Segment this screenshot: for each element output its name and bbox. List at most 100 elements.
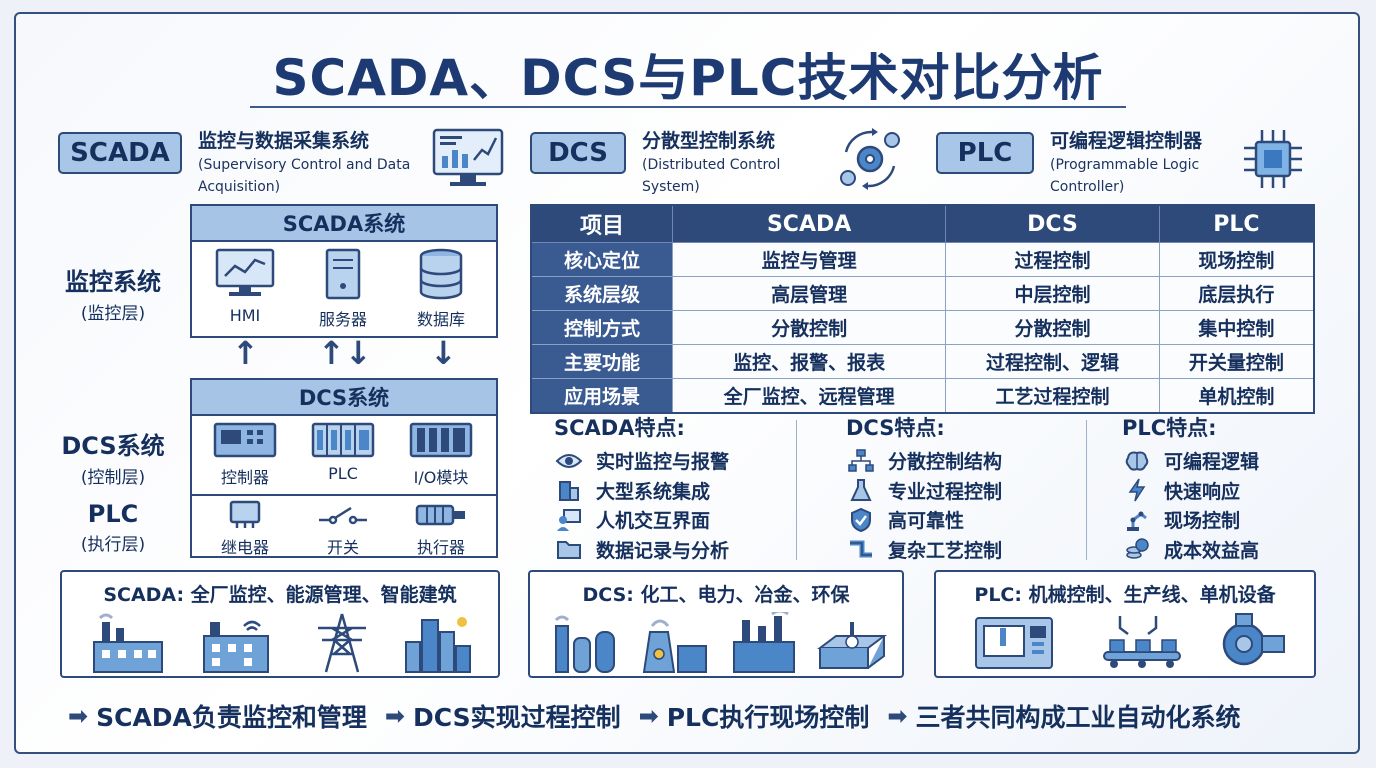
row-header: 主要功能 xyxy=(530,344,673,379)
layer-label-execute: PLC (执行层) xyxy=(38,500,188,555)
arrow-updown-icon: ↑↓ xyxy=(318,334,372,372)
summary-item: ➡SCADA负责监控和管理 xyxy=(68,698,367,734)
hmi-device: HMI xyxy=(200,248,290,325)
gears-cycle-icon xyxy=(840,128,900,190)
controller-icon xyxy=(213,422,277,458)
table-header: SCADA xyxy=(671,204,947,243)
layer-sub: (控制层) xyxy=(80,468,146,488)
table-header: 项目 xyxy=(530,204,673,243)
dcs-desc: 分散型控制系统 (Distributed Control System) xyxy=(642,126,780,197)
device-label: 数据库 xyxy=(416,310,465,329)
feature-divider xyxy=(1086,420,1087,560)
feature-item: 分散控制结构 xyxy=(846,446,1002,476)
controller-device: 控制器 xyxy=(200,422,290,488)
device-label: 继电器 xyxy=(220,538,269,557)
scada-system-box: SCADA系统 HMI 服务器 数据库 xyxy=(190,204,498,338)
chip-icon xyxy=(1244,130,1302,188)
plc-en-line2: Controller) xyxy=(1050,179,1125,195)
table-cell: 全厂监控、远程管理 xyxy=(671,378,947,414)
table-row: 应用场景 全厂监控、远程管理 工艺过程控制 单机控制 xyxy=(530,378,1315,414)
title-underline xyxy=(250,106,1126,108)
table-header: DCS xyxy=(945,204,1160,243)
plc-desc: 可编程逻辑控制器 (Programmable Logic Controller) xyxy=(1050,126,1202,197)
summary-text: 三者共同构成工业自动化系统 xyxy=(915,703,1241,732)
device-label: 控制器 xyxy=(220,468,269,487)
dcs-en-line2: System) xyxy=(642,179,700,195)
cnc-machine-icon xyxy=(975,617,1053,669)
table-cell: 分散控制 xyxy=(945,310,1160,345)
table-cell: 过程控制 xyxy=(945,242,1160,277)
io-module-device: I/O模块 xyxy=(396,422,486,488)
scada-tag: SCADA xyxy=(58,132,182,174)
feature-text: 大型系统集成 xyxy=(596,480,711,503)
feature-item: 实时监控与报警 xyxy=(554,446,729,476)
device-label: I/O模块 xyxy=(413,468,469,487)
hierarchy-icon xyxy=(846,449,876,473)
device-label: PLC xyxy=(328,464,358,483)
feature-item: 复杂工艺控制 xyxy=(846,535,1002,565)
features-title: DCS特点: xyxy=(846,416,945,440)
feature-text: 分散控制结构 xyxy=(888,451,1003,474)
shield-check-icon xyxy=(846,507,876,532)
layer-sub: (监控层) xyxy=(80,304,146,324)
device-label: 执行器 xyxy=(416,538,465,557)
table-cell: 集中控制 xyxy=(1158,310,1315,345)
feature-text: 现场控制 xyxy=(1164,510,1241,533)
table-row: 控制方式 分散控制 分散控制 集中控制 xyxy=(530,310,1315,345)
feature-text: 复杂工艺控制 xyxy=(888,539,1003,562)
dcs-system-box: DCS系统 控制器 PLC I/O模块 继电器 xyxy=(190,378,498,558)
scada-en-line2: Acquisition) xyxy=(198,179,281,195)
chemical-plant-icon xyxy=(554,615,615,673)
summary-item: ➡PLC执行现场控制 xyxy=(639,698,870,734)
feature-item: 现场控制 xyxy=(1122,505,1259,535)
lightning-icon xyxy=(1122,478,1152,502)
pipe-icon xyxy=(846,537,876,561)
user-screen-icon xyxy=(554,508,584,532)
brain-icon xyxy=(1122,449,1152,473)
plc-device: PLC xyxy=(298,422,388,483)
pump-icon xyxy=(1222,613,1285,666)
layer-sub: (执行层) xyxy=(80,535,146,555)
arrow-right-icon: ➡ xyxy=(384,702,406,730)
switch-device: 开关 xyxy=(298,500,388,558)
feature-text: 可编程逻辑 xyxy=(1164,451,1260,474)
arrow-right-icon: ➡ xyxy=(68,702,89,730)
feature-text: 实时监控与报警 xyxy=(596,451,730,474)
summary-item: ➡三者共同构成工业自动化系统 xyxy=(887,698,1240,734)
plc-row-divider xyxy=(192,494,496,496)
feature-item: 成本效益高 xyxy=(1122,535,1259,565)
layer-name: DCS系统 xyxy=(61,432,165,460)
feature-divider xyxy=(796,420,797,560)
plant-wifi-icon xyxy=(203,620,269,673)
feature-item: 高可靠性 xyxy=(846,505,1002,535)
table-cell: 监控与管理 xyxy=(671,242,947,277)
feature-item: 专业过程控制 xyxy=(846,476,1002,506)
dcs-system-title: DCS系统 xyxy=(192,380,496,416)
factory-icon xyxy=(93,613,163,673)
device-label: 服务器 xyxy=(318,310,367,329)
actuator-device: 执行器 xyxy=(396,500,486,558)
table-cell: 开关量控制 xyxy=(1158,344,1315,379)
smelter-icon xyxy=(733,612,795,673)
layer-label-monitor: 监控系统 (监控层) xyxy=(38,262,188,324)
plc-rack-icon xyxy=(311,422,375,458)
application-title: PLC: 机械控制、生产线、单机设备 xyxy=(974,584,1276,606)
table-row: 主要功能 监控、报警、报表 过程控制、逻辑 开关量控制 xyxy=(530,344,1315,379)
table-cell: 过程控制、逻辑 xyxy=(945,344,1160,379)
layer-label-control: DCS系统 (控制层) xyxy=(38,426,188,488)
row-header: 控制方式 xyxy=(530,310,673,345)
dcs-tag: DCS xyxy=(530,132,626,174)
summary-text: DCS实现过程控制 xyxy=(413,703,621,732)
feature-text: 数据记录与分析 xyxy=(596,539,730,562)
layer-name: PLC xyxy=(87,500,139,528)
plc-tag: PLC xyxy=(936,132,1034,174)
scada-en-line1: (Supervisory Control and Data xyxy=(198,157,411,173)
layer-name: 监控系统 xyxy=(65,268,161,296)
application-title: DCS: 化工、电力、冶金、环保 xyxy=(582,584,850,606)
arrow-down-icon: ↓ xyxy=(430,334,457,372)
database-device: 数据库 xyxy=(396,248,486,330)
features-title: SCADA特点: xyxy=(554,416,685,440)
table-cell: 中层控制 xyxy=(945,276,1160,311)
summary-bar: ➡SCADA负责监控和管理 ➡DCS实现过程控制 ➡PLC执行现场控制 ➡三者共… xyxy=(68,698,1240,734)
application-title: SCADA: 全厂监控、能源管理、智能建筑 xyxy=(103,584,457,606)
